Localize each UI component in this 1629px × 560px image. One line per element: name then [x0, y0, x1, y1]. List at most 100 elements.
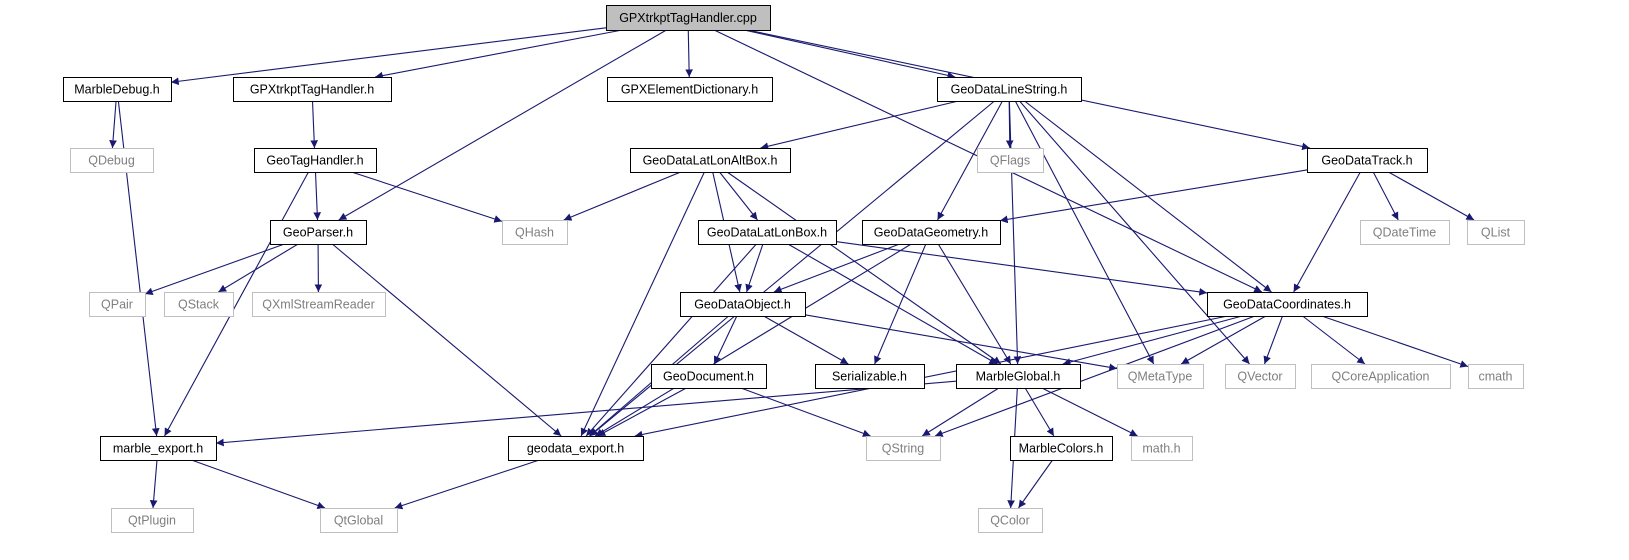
node-label: GeoDataGeometry.h: [874, 226, 988, 240]
node-gpxh[interactable]: GPXtrkptTagHandler.h: [233, 77, 392, 102]
node-box: [164, 292, 234, 317]
node-label: cmath: [1478, 370, 1512, 384]
node-label: marble_export.h: [113, 442, 203, 456]
node-box: [1467, 220, 1525, 245]
node-label: MarbleGlobal.h: [976, 370, 1061, 384]
node-linestring[interactable]: GeoDataLineString.h: [937, 77, 1082, 102]
edge-global-to-mathh: [1041, 387, 1138, 437]
node-label: QCoreApplication: [1332, 370, 1430, 384]
node-parser[interactable]: GeoParser.h: [270, 220, 367, 245]
node-box: [63, 77, 172, 102]
node-label: QList: [1481, 226, 1511, 240]
node-label: QFlags: [990, 154, 1030, 168]
edge-global-to-colors: [1024, 387, 1055, 437]
node-label: GeoDataTrack.h: [1321, 154, 1412, 168]
node-geotag[interactable]: GeoTagHandler.h: [254, 148, 377, 173]
node-box: [233, 77, 392, 102]
edge-latlonalt-to-global: [726, 171, 1002, 365]
node-label: GPXtrkptTagHandler.h: [250, 83, 374, 97]
edge-cpp-to-parser: [338, 29, 667, 221]
node-label: QDebug: [88, 154, 135, 168]
node-object[interactable]: GeoDataObject.h: [680, 292, 806, 317]
edge-cpp-to-gpxdict: [685, 29, 693, 78]
node-box: [100, 436, 217, 461]
node-marbleexport[interactable]: marble_export.h: [100, 436, 217, 461]
node-box: [89, 292, 146, 317]
node-box: [651, 364, 767, 389]
node-latlon[interactable]: GeoDataLatLonBox.h: [698, 220, 837, 245]
node-qmetatype: QMetaType: [1117, 364, 1204, 389]
node-box: [607, 77, 773, 102]
node-geometry[interactable]: GeoDataGeometry.h: [862, 220, 1001, 245]
edge-marbledebug-to-qdebug: [109, 100, 117, 149]
node-qflags: QFlags: [977, 148, 1044, 173]
node-cmath: cmath: [1468, 364, 1524, 389]
node-box: [630, 148, 791, 173]
node-coords[interactable]: GeoDataCoordinates.h: [1207, 292, 1368, 317]
node-label: GeoDataLatLonBox.h: [707, 226, 827, 240]
node-label: GeoDataLatLonAltBox.h: [643, 154, 778, 168]
edge-latlon-to-global: [787, 243, 998, 365]
edge-marbleexport-to-qtglobal: [191, 459, 326, 510]
node-latlonalt[interactable]: GeoDataLatLonAltBox.h: [630, 148, 791, 173]
node-box: [1360, 220, 1450, 245]
node-gpxdict[interactable]: GPXElementDictionary.h: [607, 77, 773, 102]
node-serializable[interactable]: Serializable.h: [815, 364, 925, 389]
node-marbledebug[interactable]: MarbleDebug.h: [63, 77, 172, 102]
node-qstring: QString: [866, 436, 941, 461]
edge-latlon-to-object: [745, 243, 764, 293]
edge-coords-to-qvector: [1263, 315, 1284, 365]
edge-geometry-to-serializable: [874, 243, 927, 365]
edge-geotag-to-marbleexport: [164, 171, 309, 437]
node-label: QStack: [178, 298, 220, 312]
node-label: MarbleColors.h: [1019, 442, 1104, 456]
node-box: [977, 148, 1044, 173]
node-box: [866, 436, 941, 461]
node-box: [1117, 364, 1204, 389]
node-label: QVector: [1237, 370, 1282, 384]
node-cpp[interactable]: GPXtrkptTagHandler.cpp: [606, 5, 771, 31]
node-label: GeoDataCoordinates.h: [1223, 298, 1351, 312]
node-label: GeoDataObject.h: [694, 298, 791, 312]
node-box: [502, 220, 568, 245]
edge-linestring-to-global: [1008, 100, 1022, 365]
node-qdebug: QDebug: [70, 148, 154, 173]
node-box: [70, 148, 154, 173]
edge-coords-to-qcoreapp: [1302, 315, 1366, 365]
edge-geodataexport-to-qtglobal: [394, 459, 540, 510]
edge-object-to-document: [713, 315, 738, 365]
node-track[interactable]: GeoDataTrack.h: [1307, 148, 1428, 173]
node-label: GeoTagHandler.h: [266, 154, 363, 168]
node-box: [254, 148, 377, 173]
edge-geometry-to-geodataexport: [594, 243, 912, 437]
edge-parser-to-geodataexport: [331, 243, 562, 437]
node-global[interactable]: MarbleGlobal.h: [956, 364, 1081, 389]
node-qstack: QStack: [164, 292, 234, 317]
node-box: [937, 77, 1082, 102]
node-label: GPXtrkptTagHandler.cpp: [619, 11, 757, 25]
node-label: GeoDocument.h: [663, 370, 754, 384]
node-box: [815, 364, 925, 389]
node-document[interactable]: GeoDocument.h: [651, 364, 767, 389]
edge-coords-to-qmetatype: [1180, 315, 1267, 365]
edge-track-to-qlist: [1388, 171, 1475, 221]
node-label: Serializable.h: [832, 370, 907, 384]
node-qcolor: QColor: [978, 508, 1043, 533]
edge-colors-to-qcolor: [1018, 459, 1053, 509]
edge-geometry-to-object: [773, 243, 900, 293]
node-colors[interactable]: MarbleColors.h: [1010, 436, 1113, 461]
edge-latlonalt-to-geodataexport: [580, 171, 705, 437]
edge-linestring-to-qmetatype: [1014, 100, 1155, 365]
node-qvector: QVector: [1225, 364, 1296, 389]
node-box: [1207, 292, 1368, 317]
edge-parser-to-qpair: [144, 243, 285, 295]
node-box: [862, 220, 1001, 245]
edge-track-to-geometry: [999, 169, 1308, 224]
node-box: [270, 220, 367, 245]
node-qxml: QXmlStreamReader: [252, 292, 386, 317]
node-geodataexport[interactable]: geodata_export.h: [508, 436, 644, 461]
node-qdatetime: QDateTime: [1360, 220, 1450, 245]
edge-document-to-qstring: [740, 387, 871, 437]
node-label: QtGlobal: [334, 514, 383, 528]
